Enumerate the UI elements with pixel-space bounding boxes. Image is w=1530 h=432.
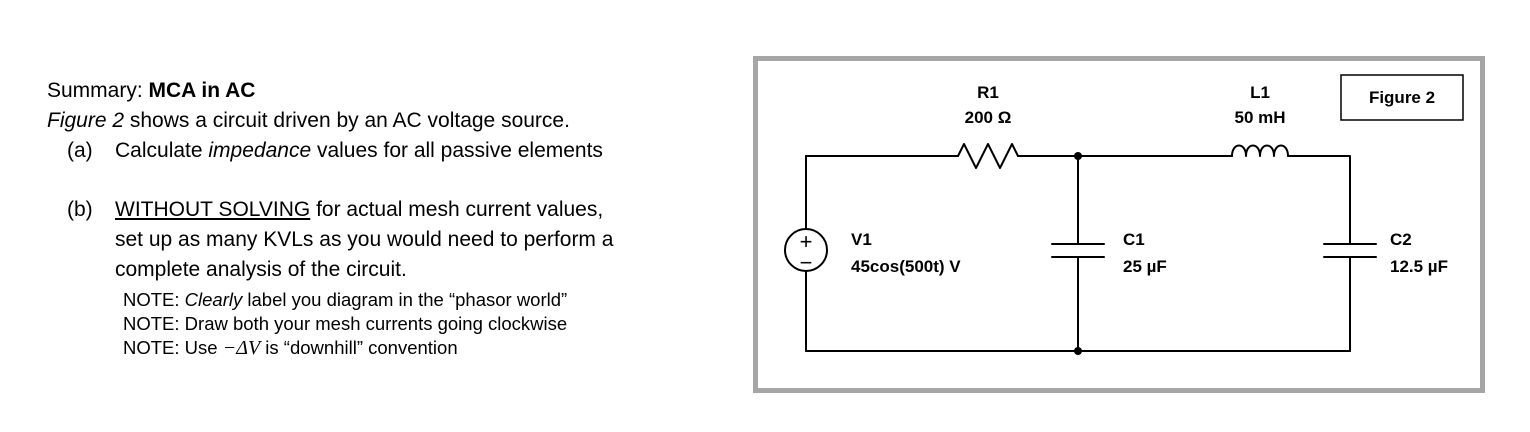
note-1-prefix: NOTE: [123,289,185,310]
circuit-figure: Figure 2 [753,56,1485,393]
part-a-post: values for all passive elements [311,139,603,162]
summary-title: MCA in AC [148,79,256,102]
part-a: (a) Calculate impedance values for all p… [47,136,737,166]
note-1-em: Clearly [184,289,243,310]
summary-line: Summary: MCA in AC [47,76,737,106]
part-b-line2: set up as many KVLs as you would need to… [115,228,614,251]
intro-figure-ref: Figure 2 [47,109,125,132]
part-b: (b) WITHOUT SOLVING for actual mesh curr… [47,195,737,285]
note-1-rest: label you diagram in the “phasor world” [242,289,568,310]
part-b-underlined: WITHOUT SOLVING [115,198,311,221]
note-3-math: −ΔV [222,337,261,359]
inductor-l1 [1231,144,1289,157]
l1-name: L1 [1250,83,1270,102]
note-2-rest: Draw both your mesh currents going clock… [184,313,568,334]
junction-top [1074,152,1082,160]
c2-name: C2 [1390,230,1412,249]
figure-title: Figure 2 [1369,88,1435,107]
part-b-label: (b) [67,198,93,221]
summary-prefix: Summary: [47,79,149,102]
part-a-em: impedance [208,139,312,162]
part-a-pre: Calculate [115,139,209,162]
problem-text: Summary: MCA in AC Figure 2 shows a circ… [47,76,737,360]
l1-value: 50 mH [1234,108,1285,127]
notes-list: NOTE: Clearly label you diagram in the “… [47,288,737,360]
v1-value: 45cos(500t) V [851,257,961,276]
spacer [47,166,737,195]
wire-top-right [1287,155,1351,245]
note-1: NOTE: Clearly label you diagram in the “… [123,288,737,312]
source-plus-sign: + [800,229,813,254]
figure-title-box [1340,74,1464,121]
part-b-line1-rest: for actual mesh current values, [310,198,604,221]
v1-name: V1 [851,230,872,249]
c1-name: C1 [1123,230,1145,249]
part-a-label: (a) [67,139,93,162]
junction-bottom [1074,347,1082,355]
circuit-diagram: Figure 2 [784,74,1464,355]
note-3-prefix: NOTE: Use [123,337,223,358]
note-3: NOTE: Use −ΔV is “downhill” convention [123,336,737,360]
note-2: NOTE: Draw both your mesh currents going… [123,312,737,336]
resistor-r1 [957,143,1019,169]
r1-value: 200 Ω [965,108,1012,127]
note-3-rest: is “downhill” convention [260,337,458,358]
part-b-line1: WITHOUT SOLVING for actual mesh current … [115,195,737,225]
intro-line: Figure 2 shows a circuit driven by an AC… [47,106,737,136]
source-minus-sign: − [800,250,813,275]
part-b-line3: complete analysis of the circuit. [115,258,407,281]
c2-value: 12.5 µF [1390,257,1448,276]
c1-value: 25 µF [1123,257,1167,276]
note-2-prefix: NOTE: [123,313,185,334]
intro-rest: shows a circuit driven by an AC voltage … [124,109,570,132]
r1-name: R1 [977,83,999,102]
